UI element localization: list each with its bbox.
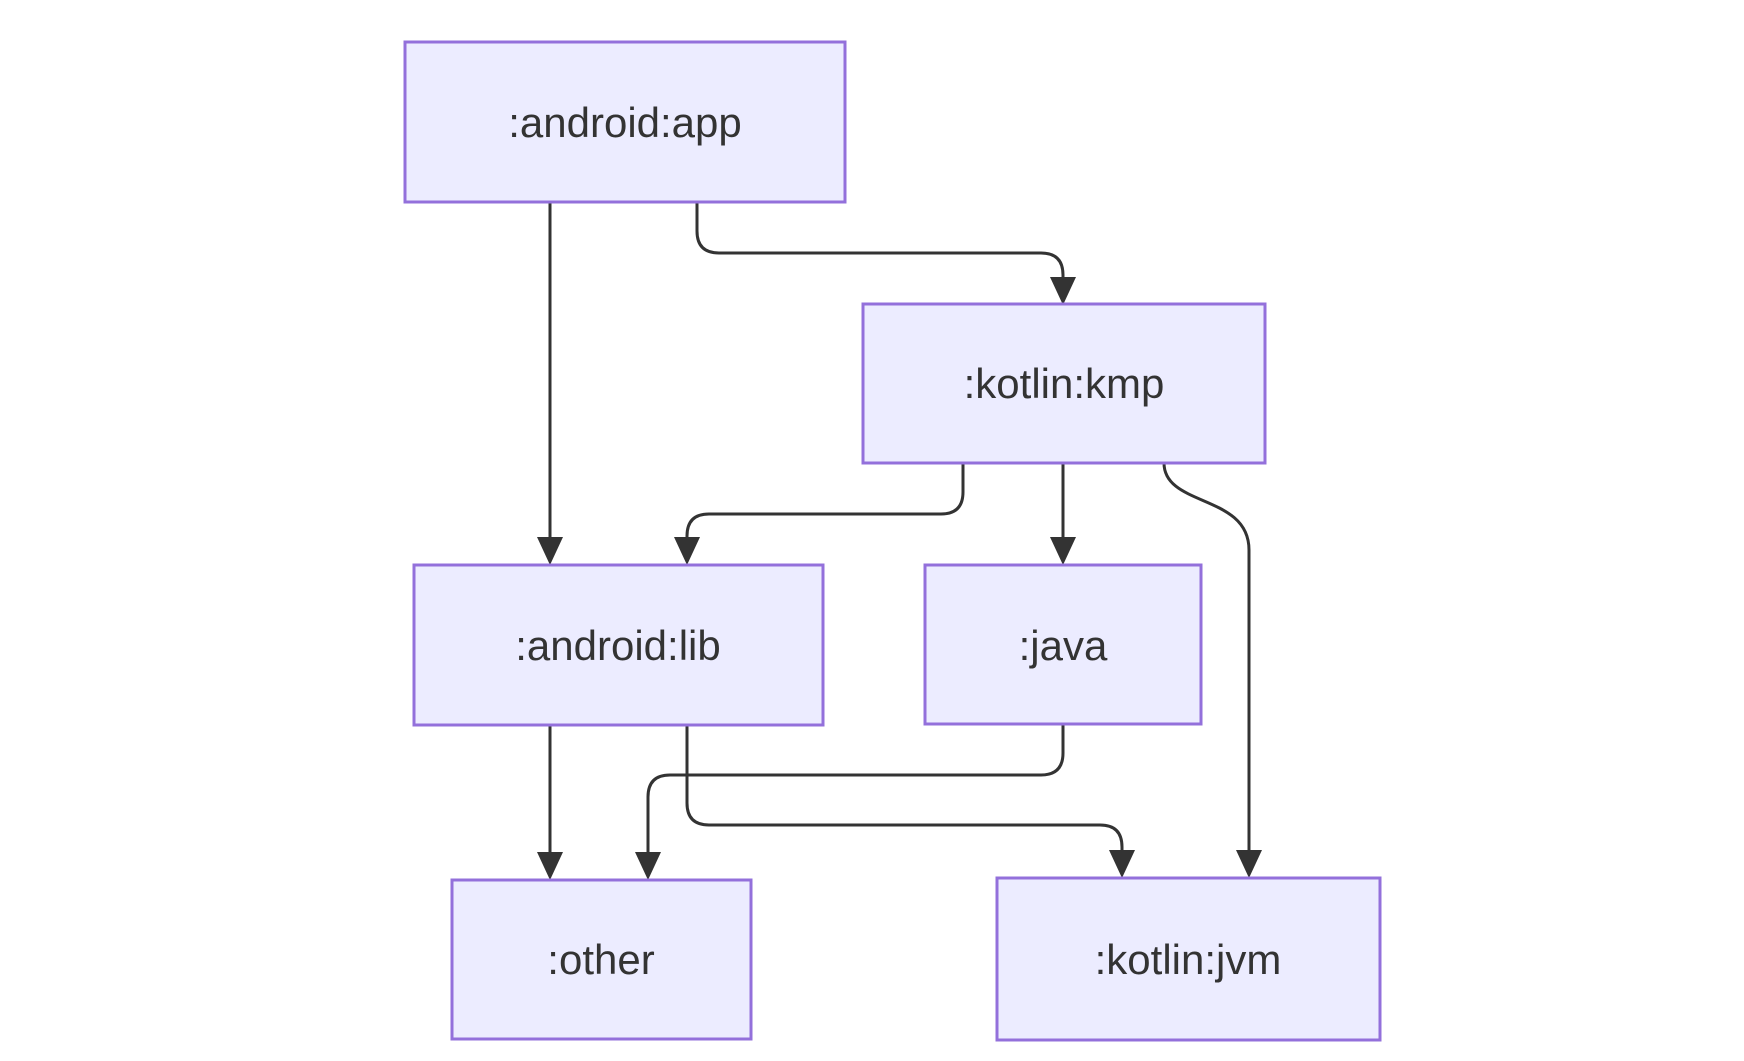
edge-kotlin-kmp-to-kotlin-jvm [1162, 462, 1251, 852]
node-kotlin-kmp-box [861, 302, 1267, 465]
edge-kotlin-kmp-to-android-lib [685, 463, 965, 539]
node-kotlin-jvm-label: :kotlin:jvm [1095, 936, 1282, 983]
node-java: :java [923, 563, 1203, 726]
edge-kotlin-kmp-to-java-arrowhead [1050, 537, 1076, 565]
edge-android-app-to-kotlin-kmp [695, 202, 1065, 278]
edge-java-to-other [646, 724, 1065, 854]
node-other-box [450, 878, 753, 1041]
node-kotlin-jvm-box [995, 876, 1382, 1042]
node-java-label: :java [1019, 622, 1108, 669]
node-kotlin-kmp: :kotlin:kmp [861, 302, 1267, 465]
node-other-label: :other [547, 936, 654, 983]
node-android-app: :android:app [403, 40, 847, 204]
edge-layer [537, 202, 1262, 880]
node-kotlin-jvm: :kotlin:jvm [995, 876, 1382, 1042]
edge-android-lib-to-other-arrowhead [537, 852, 563, 880]
node-android-lib: :android:lib [412, 563, 825, 727]
edge-android-lib-to-kotlin-jvm [685, 725, 1124, 852]
edge-kotlin-kmp-to-android-lib-arrowhead [674, 537, 700, 565]
edge-android-app-to-kotlin-kmp-arrowhead [1050, 277, 1076, 305]
edge-kotlin-kmp-to-kotlin-jvm-arrowhead [1236, 850, 1262, 878]
edge-android-app-to-android-lib-arrowhead [537, 537, 563, 565]
node-android-lib-box [412, 563, 825, 727]
node-java-box [923, 563, 1203, 726]
node-android-app-box [403, 40, 847, 204]
node-layer: :android:app :kotlin:kmp :android:lib :j… [403, 40, 1382, 1042]
edge-java-to-other-arrowhead [635, 852, 661, 880]
edge-android-lib-to-kotlin-jvm-arrowhead [1109, 850, 1135, 878]
node-android-app-label: :android:app [508, 99, 742, 146]
node-kotlin-kmp-label: :kotlin:kmp [964, 360, 1165, 407]
node-other: :other [450, 878, 753, 1041]
node-android-lib-label: :android:lib [515, 622, 720, 669]
